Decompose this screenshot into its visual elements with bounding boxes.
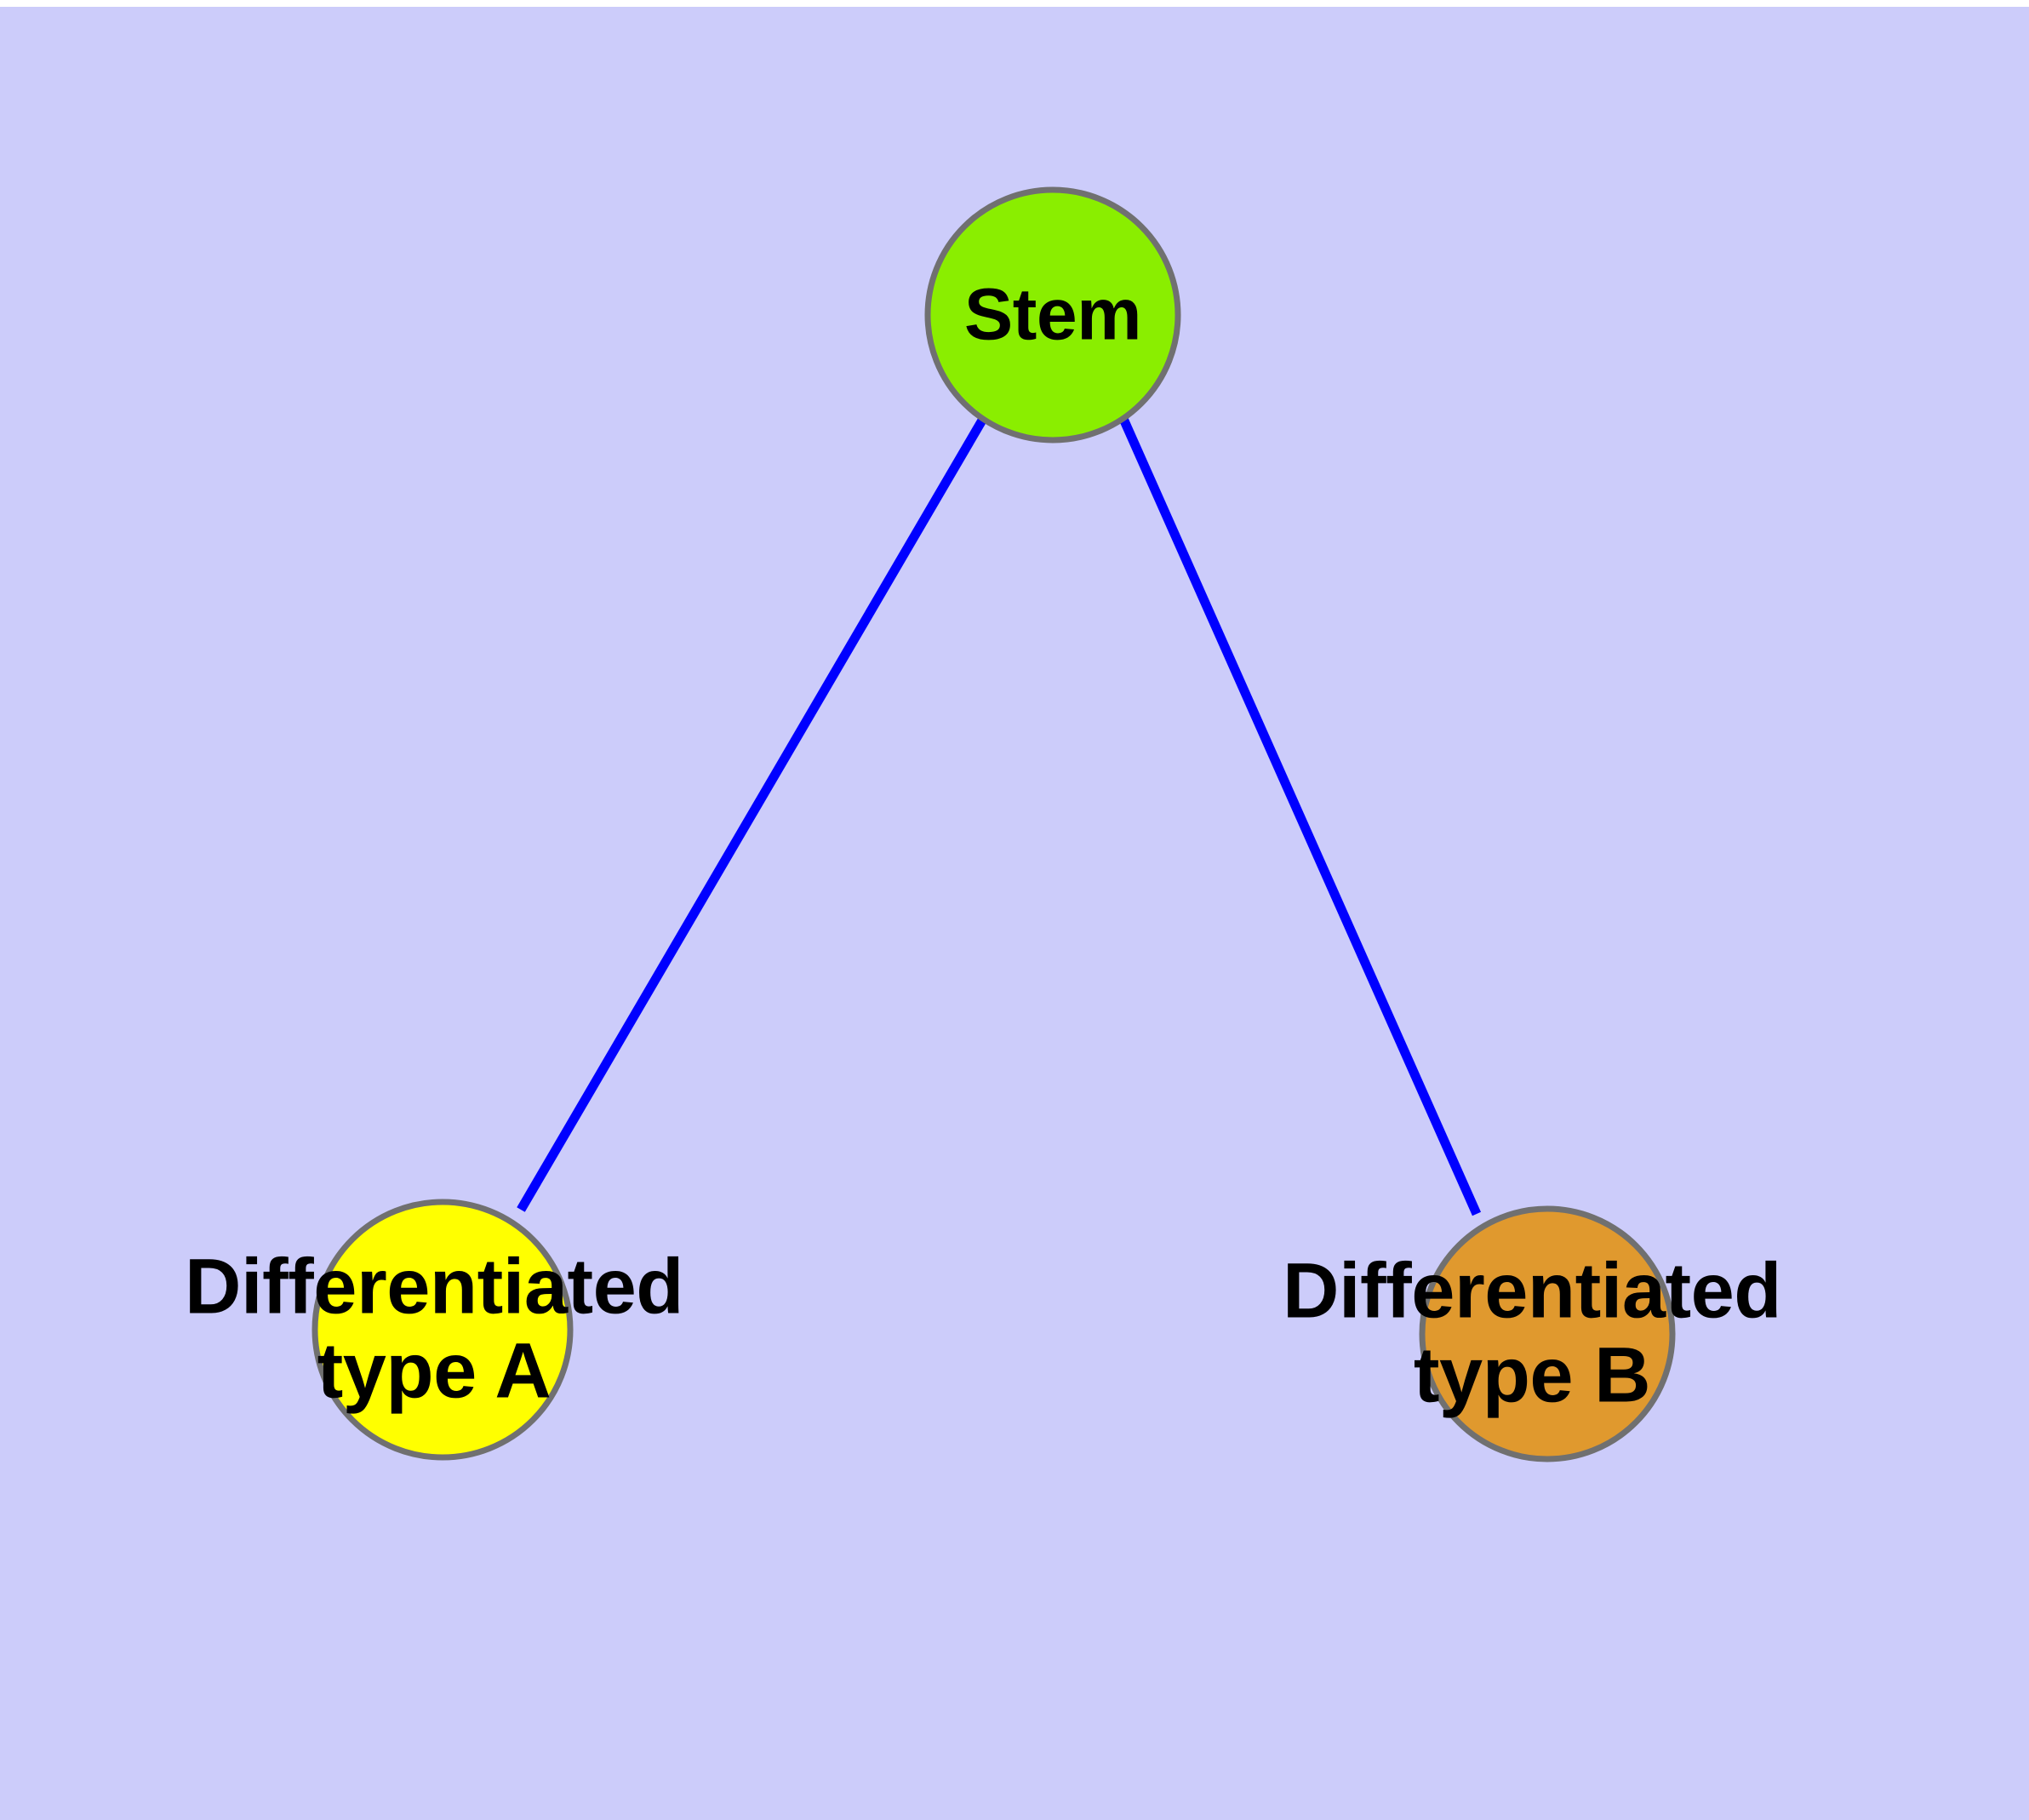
- edge-stem-to-differentiated-type-b[interactable]: [1118, 416, 1482, 1216]
- node-layer: [311, 186, 1676, 1462]
- node-differentiated-type-b[interactable]: [1419, 1205, 1676, 1462]
- edge-stem-to-differentiated-type-a[interactable]: [517, 416, 987, 1212]
- node-differentiated-type-a[interactable]: [311, 1199, 574, 1461]
- edge-layer: [517, 416, 1482, 1216]
- node-stem[interactable]: [924, 186, 1181, 444]
